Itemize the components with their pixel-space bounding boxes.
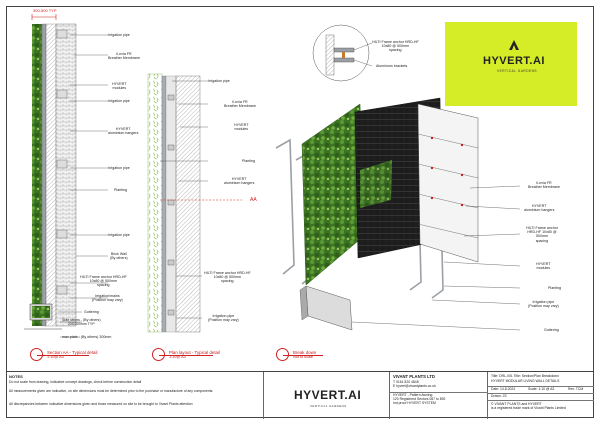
section-label: HILTI Frame anchor HRD-HF 10x80 @ 500mm …	[80, 275, 127, 288]
section-label: Irrigation pipe	[108, 233, 130, 237]
plan-label: Il-nvia FR Breather Membrane	[224, 100, 256, 109]
caption-scale: 1:10@ A3	[47, 354, 64, 359]
brand-badge: HYVERT.AI VERTICAL GARDENS	[445, 22, 577, 106]
exploded-view-drawing	[275, 97, 521, 331]
section-marker-aa: AA	[250, 197, 257, 203]
drawing-svg	[24, 14, 521, 338]
section-label: Brick Wall (By others)	[110, 252, 128, 261]
company-email: E hyvert@vivantplants.co.uk	[393, 384, 436, 388]
notes-heading: NOTES	[9, 374, 23, 379]
caption-title: Plan layout - Typical detail	[169, 349, 220, 355]
caption-title: Break down	[293, 349, 317, 355]
project-line: HYVERT - Pattern Awning	[393, 393, 433, 397]
project-line: Ind proof HYVERT SYSTEM	[393, 401, 436, 405]
section-label: HYVERT modules	[112, 82, 127, 91]
caption-scale: Not to scale	[293, 354, 314, 359]
brand-tag: VERTICAL GARDENS	[497, 69, 538, 73]
section-label: Side stems - (By others) 200/300mm TYP	[62, 318, 101, 327]
drawn-by: Drawn: JS	[491, 394, 507, 398]
dimension-top: 300-500 TYP	[33, 8, 57, 13]
info-line: Title: DRL-001 Title: Section/Plan Break…	[491, 374, 559, 378]
exploded-label: Il-nvia FR Breather Membrane	[528, 181, 560, 190]
plan-label: Irrigation pipe (Position may vary)	[208, 314, 239, 323]
title-block: NOTES Do not scale from drawing, indicat…	[6, 371, 594, 419]
brand-mark-icon	[509, 40, 519, 50]
company-name: VIVANT PLANTS LTD	[393, 374, 435, 379]
section-label: Irrigation pipe	[108, 99, 130, 103]
caption-plan: Plan layout - Typical detail 1:10@ A3	[152, 348, 220, 361]
title-block-logo: HYVERT.AI	[294, 388, 362, 402]
section-label: Irrigation pipe	[108, 33, 130, 37]
exploded-label: HILTI Frame anchor HRD-HF 10x80 @ 500mm …	[526, 226, 558, 243]
title-block-logo-tag: VERTICAL GARDENS	[310, 404, 347, 408]
notes-cell: NOTES Do not scale from drawing, indicat…	[6, 372, 264, 419]
detail-label-brackets: Aluminium brackets	[376, 64, 408, 68]
project-line: 120 Registered Sectors 087 to 892	[393, 397, 446, 401]
section-label: Irrigation/mains (Position may vary)	[92, 294, 123, 303]
section-label: max plate - (By others) 300mm	[62, 335, 112, 339]
note: All measurements given are indicative, o…	[9, 389, 214, 393]
grid-value: Scale: 1:10 @ A3	[528, 387, 555, 391]
section-label: Planting	[114, 188, 127, 192]
exploded-label: Guttering	[544, 328, 559, 332]
grid-value: Date: 14.8.2024	[491, 387, 516, 391]
detail-label-anchor: HILTI Frame anchor HRD-HF 10x80 @ 500mm …	[372, 40, 419, 53]
company-phone: T 0161 820 4848	[393, 380, 419, 384]
exploded-label: Planting	[548, 286, 561, 290]
footer-line: is a registered trade mark of Vivant Pla…	[491, 406, 566, 410]
grid-value: Rev: TCM	[568, 387, 584, 391]
section-label: HYVERT aluminium hangers	[108, 127, 139, 136]
section-label: Guttering	[84, 310, 99, 314]
section-label: Irrigation pipe	[108, 166, 130, 170]
plan-layout-drawing	[147, 73, 242, 333]
footer-line: © VIVANT PLANTS and HYVERT	[491, 402, 542, 406]
bracket-detail-drawing	[312, 24, 373, 82]
note: All discrepancies between indicative dim…	[9, 402, 193, 406]
exploded-label: Irrigation pipe (Position may vary)	[528, 300, 559, 309]
plan-label: HILTI Frame anchor HRD-HF 10x80 @ 500mm …	[204, 271, 251, 284]
caption-section-aa: Section AA - Typical detail 1:10@ A3	[30, 348, 97, 361]
info-line: HYVERT MODULAR LIVING WALL DETAILS	[491, 379, 560, 383]
section-aa-drawing	[24, 14, 108, 338]
exploded-label: HYVERT modules	[536, 262, 551, 271]
info-cell: Title: DRL-001 Title: Section/Plan Break…	[488, 372, 594, 419]
caption-scale: 1:10@ A3	[169, 354, 186, 359]
logo-cell: HYVERT.AI VERTICAL GARDENS	[264, 372, 390, 419]
caption-exploded: Break down Not to scale	[276, 348, 323, 361]
plan-label: HYVERT modules	[234, 123, 249, 132]
plan-label: Planting	[242, 159, 255, 163]
brand-logo: HYVERT.AI	[483, 55, 545, 67]
section-label: Il-nvia FR Breather Membrane	[108, 52, 140, 61]
caption-title: Section AA - Typical detail	[47, 349, 98, 355]
plan-label: HYVERT aluminium hangers	[224, 177, 255, 186]
company-cell: VIVANT PLANTS LTD T 0161 820 4848 E hyve…	[390, 372, 488, 419]
plan-label: Irrigation pipe	[208, 79, 230, 83]
note: Do not scale from drawing, indicative co…	[9, 380, 142, 384]
exploded-label: HYVERT aluminium hangers	[524, 204, 555, 213]
